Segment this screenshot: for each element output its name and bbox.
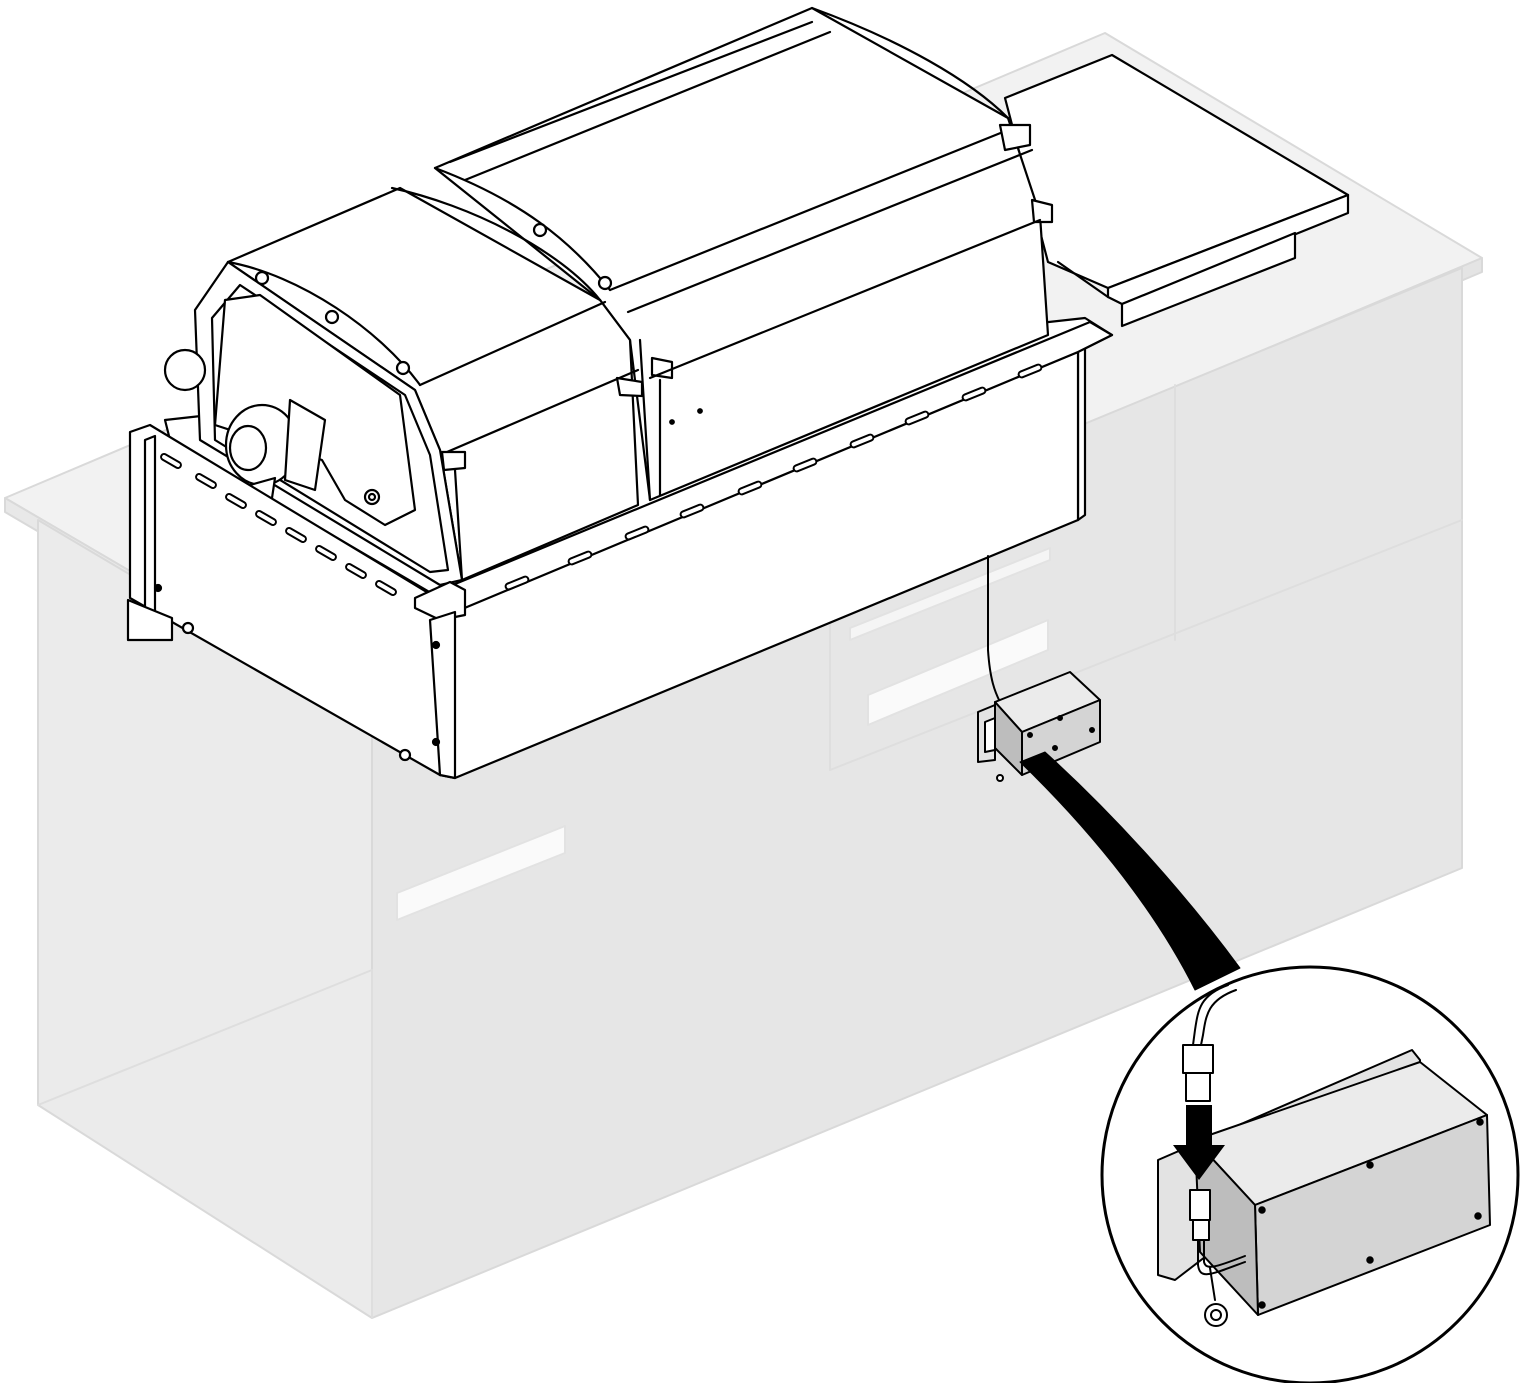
side-shelf: [1003, 53, 1350, 328]
grill-hood-left: [193, 186, 644, 587]
callout-wedge: [1019, 751, 1241, 991]
ground-ring-terminal: [1204, 1267, 1228, 1327]
power-cord: [987, 555, 1001, 703]
grill-hood-right: [433, 6, 1054, 502]
control-knob: [163, 348, 327, 502]
electrical-junction-box: [977, 671, 1101, 782]
power-connector: [1182, 984, 1246, 1276]
grill-frame: [126, 320, 1114, 780]
detail-callout: [1100, 965, 1520, 1383]
insertion-arrow: [1173, 1105, 1225, 1180]
